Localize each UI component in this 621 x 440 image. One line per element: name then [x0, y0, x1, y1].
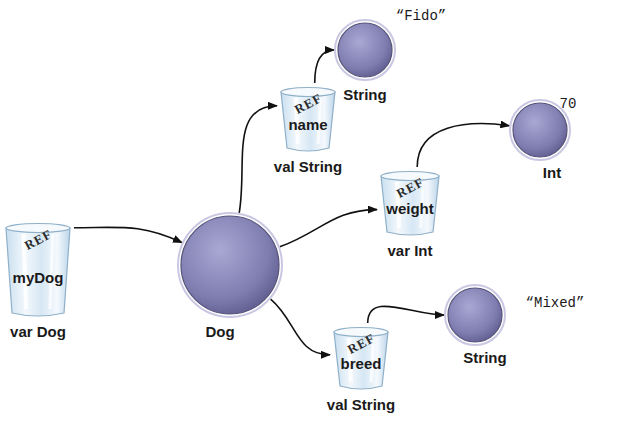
reference-arrow	[315, 50, 334, 83]
reference-arrow	[239, 106, 277, 213]
reference-arrow	[368, 306, 444, 323]
reference-arrow	[280, 210, 377, 247]
object-value: “Mixed”	[526, 295, 585, 311]
circle-shape	[337, 22, 393, 78]
object-circle: “Fido”String	[337, 22, 393, 78]
object-value: 70	[560, 96, 577, 112]
variable-name: breed	[341, 355, 382, 372]
variable-cup: REFweightvar Int	[380, 170, 440, 236]
reference-arrow	[271, 299, 330, 355]
object-circle: “Mixed”String	[447, 287, 503, 343]
object-type: Int	[543, 164, 561, 181]
reference-arrow	[74, 227, 182, 242]
variable-cup: REFbreedval String	[333, 326, 389, 390]
variable-type: var Int	[387, 242, 432, 259]
variable-type: val String	[274, 158, 342, 175]
variable-cup: REFmyDogvar Dog	[5, 222, 71, 317]
circle-shape	[180, 215, 280, 315]
variable-name: name	[288, 116, 327, 133]
object-circle: 70Int	[512, 102, 568, 158]
reference-arrow	[417, 124, 509, 167]
object-type: String	[343, 86, 386, 103]
variable-cup: REFnameval String	[280, 86, 336, 152]
circle-shape	[447, 287, 503, 343]
object-circle: Dog	[180, 215, 280, 315]
variable-type: var Dog	[10, 323, 66, 340]
object-value: “Fido”	[396, 8, 446, 24]
object-type: String	[463, 349, 506, 366]
variable-name: myDog	[13, 269, 64, 286]
variable-type: val String	[327, 396, 395, 413]
object-type: Dog	[205, 323, 234, 340]
variable-name: weight	[386, 200, 434, 217]
